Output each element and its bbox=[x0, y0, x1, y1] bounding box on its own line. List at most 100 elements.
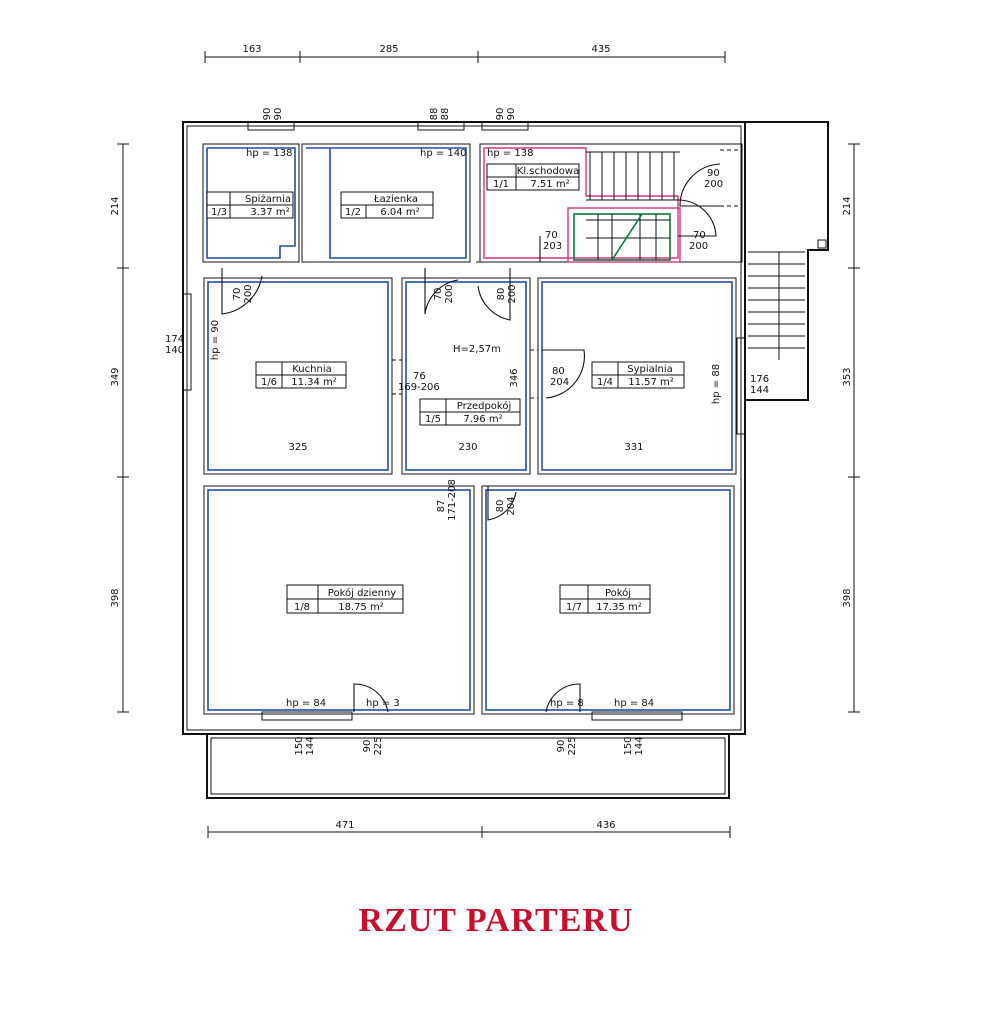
room-label-sypialnia: Sypialnia 1/4 11.57 m² bbox=[591, 361, 685, 389]
door-kitchen-h: 200 bbox=[243, 284, 254, 303]
win-bot-2-h: 144 bbox=[634, 736, 645, 755]
win-right-h: 144 bbox=[750, 385, 769, 396]
win-top-1-w: 90 bbox=[262, 108, 273, 121]
room-name: Kuchnia bbox=[292, 364, 331, 375]
room-area: 11.57 m² bbox=[628, 377, 674, 388]
room-label-lazienka: Łazienka 1/2 6.04 m² bbox=[340, 191, 434, 219]
hall-width: 230 bbox=[458, 442, 477, 453]
room-id: 1/6 bbox=[261, 377, 277, 388]
hp-door-a: hp = 3 bbox=[366, 698, 400, 709]
room-id: 1/4 bbox=[597, 377, 613, 388]
dim-right-2: 353 bbox=[842, 367, 853, 386]
hp-dzienny: hp = 84 bbox=[286, 698, 326, 709]
door-bed-h: 204 bbox=[550, 377, 569, 388]
dim-top-1: 163 bbox=[242, 44, 261, 55]
room-label-kuchnia: Kuchnia 1/6 11.34 m² bbox=[255, 361, 347, 389]
annotations: hp = 138 hp = 140 hp = 138 hp = 90 hp = … bbox=[165, 108, 769, 756]
room-label-klatka: Kl.schodowa 1/1 7.51 m² bbox=[486, 163, 580, 191]
door-bot-1-w: 90 bbox=[362, 740, 373, 753]
dim-left-1: 214 bbox=[110, 196, 121, 215]
room-area: 11.34 m² bbox=[291, 377, 337, 388]
door-stair-1-h: 200 bbox=[704, 179, 723, 190]
win-top-2-w: 88 bbox=[429, 108, 440, 121]
room-area: 17.35 m² bbox=[596, 602, 642, 613]
win-left-h: 140 bbox=[165, 345, 184, 356]
dimension-labels: 163 285 435 471 436 214 349 398 214 353 … bbox=[110, 44, 853, 831]
room-id: 1/1 bbox=[493, 179, 509, 190]
dim-top-2: 285 bbox=[379, 44, 398, 55]
door-stair-2-w: 70 bbox=[545, 230, 558, 241]
room-name: Spiżarnia bbox=[245, 194, 291, 205]
room-id: 1/3 bbox=[211, 207, 227, 218]
dim-top-3: 435 bbox=[591, 44, 610, 55]
door-bed-w: 80 bbox=[552, 366, 565, 377]
door-room-h: 204 bbox=[506, 496, 517, 515]
door-bot-2-h: 225 bbox=[567, 736, 578, 755]
room-name: Kl.schodowa bbox=[517, 166, 579, 177]
dim-bottom-2: 436 bbox=[596, 820, 615, 831]
door-hall-h: 200 bbox=[507, 284, 518, 303]
door-bot-2-w: 90 bbox=[556, 740, 567, 753]
dim-right-3: 398 bbox=[842, 588, 853, 607]
win-bot-1-w: 150 bbox=[294, 736, 305, 755]
door-bot-1-h: 225 bbox=[373, 736, 384, 755]
doors bbox=[220, 149, 742, 713]
door-stair-1-w: 90 bbox=[707, 168, 720, 179]
door-bath-w: 70 bbox=[433, 288, 444, 301]
dimension-lines bbox=[117, 51, 860, 838]
win-left-w: 174 bbox=[165, 334, 184, 345]
door-room-w: 80 bbox=[495, 500, 506, 513]
hp-lazienka: hp = 140 bbox=[420, 148, 467, 159]
door-stair-3-w: 70 bbox=[693, 230, 706, 241]
pass-b-w: 87 bbox=[436, 500, 447, 513]
win-top-1-h: 90 bbox=[273, 108, 284, 121]
dim-left-2: 349 bbox=[110, 367, 121, 386]
dim-bottom-1: 471 bbox=[335, 820, 354, 831]
dim-right-1: 214 bbox=[842, 196, 853, 215]
hp-door-b: hp = 8 bbox=[550, 698, 584, 709]
stairs bbox=[586, 151, 805, 360]
room-area: 18.75 m² bbox=[338, 602, 384, 613]
win-right-w: 176 bbox=[750, 374, 769, 385]
room-label-pokoj-dzienny: Pokój dzienny 1/8 18.75 m² bbox=[286, 584, 404, 614]
room-id: 1/7 bbox=[566, 602, 582, 613]
hp-kuchnia: hp = 90 bbox=[210, 320, 221, 360]
dim-left-3: 398 bbox=[110, 588, 121, 607]
room-area: 3.37 m² bbox=[250, 207, 289, 218]
room-height: H=2,57m bbox=[453, 344, 501, 355]
room-label-pokoj: Pokój 1/7 17.35 m² bbox=[559, 584, 651, 614]
door-stair-2-h: 203 bbox=[543, 241, 562, 252]
room-label-przedpokoj: Przedpokój 1/5 7.96 m² bbox=[419, 398, 521, 426]
room-id: 1/2 bbox=[345, 207, 361, 218]
pass-b-h: 171-208 bbox=[447, 479, 458, 521]
hp-sypialnia: hp = 88 bbox=[711, 364, 722, 404]
hp-klatka: hp = 138 bbox=[487, 148, 534, 159]
pass-a-h: 169-206 bbox=[398, 382, 440, 393]
win-top-3-w: 90 bbox=[495, 108, 506, 121]
pass-a-w: 76 bbox=[413, 371, 426, 382]
room-name: Pokój bbox=[605, 587, 631, 599]
room-label-spizarnia: Spiżarnia 1/3 3.37 m² bbox=[206, 191, 294, 219]
room-area: 7.96 m² bbox=[463, 414, 502, 425]
win-bot-2-w: 150 bbox=[623, 736, 634, 755]
room-id: 1/5 bbox=[425, 414, 441, 425]
plan-title: RZUT PARTERU bbox=[358, 902, 634, 939]
hp-spizarnia: hp = 138 bbox=[246, 148, 293, 159]
room-area: 7.51 m² bbox=[530, 179, 569, 190]
bedroom-width: 331 bbox=[624, 442, 643, 453]
hp-pokoj: hp = 84 bbox=[614, 698, 654, 709]
dim-346: 346 bbox=[509, 368, 520, 387]
door-stair-3-h: 200 bbox=[689, 241, 708, 252]
room-name: Sypialnia bbox=[627, 364, 673, 375]
kitchen-width: 325 bbox=[288, 442, 307, 453]
room-name: Łazienka bbox=[373, 194, 418, 205]
door-kitchen-w: 70 bbox=[232, 288, 243, 301]
room-name: Pokój dzienny bbox=[328, 587, 397, 599]
door-hall-w: 80 bbox=[496, 288, 507, 301]
door-bath-h: 200 bbox=[444, 284, 455, 303]
room-area: 6.04 m² bbox=[380, 207, 419, 218]
room-name: Przedpokój bbox=[457, 400, 512, 412]
room-id: 1/8 bbox=[294, 602, 310, 613]
win-bot-1-h: 144 bbox=[305, 736, 316, 755]
